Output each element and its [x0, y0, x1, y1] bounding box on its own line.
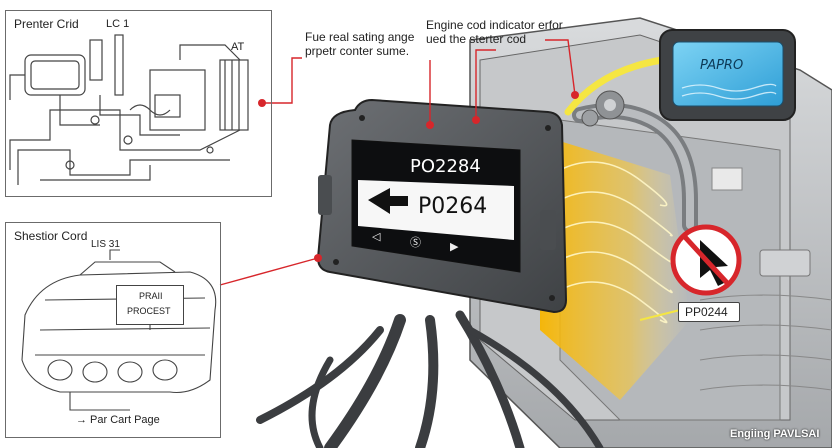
- scanner-code-top: PO2284: [410, 156, 481, 177]
- signal-glow: [540, 135, 690, 400]
- engine-label-ls: LIS 31: [91, 239, 120, 250]
- obd-scanner: [316, 98, 568, 314]
- callout-center-line1: Fue real sating ange: [305, 30, 415, 44]
- wiring-schematic: [9, 34, 249, 185]
- yellow-arrow: [564, 56, 666, 116]
- engine-panel-footer: → Par Cart Page: [76, 414, 160, 426]
- scanner-forward-button[interactable]: ▶: [450, 240, 459, 253]
- small-screen-device: [659, 29, 796, 121]
- engine-box-line1: PRAII: [139, 291, 163, 301]
- code-tag-leader: [639, 309, 681, 321]
- scanner-code-main: P0264: [418, 194, 488, 219]
- callout-center-line2: prpetr conter sume.: [305, 44, 410, 58]
- engine-box-line2: PROCEST: [127, 306, 171, 316]
- engine-panel-title: Shestior Cord: [14, 229, 88, 243]
- engine-panel: Shestior Cord LIS 31 PRAII PROCEST → Par…: [5, 222, 221, 438]
- hose-pipe: [572, 90, 698, 233]
- wiring-label-at: AT: [231, 41, 245, 53]
- wiring-label-lc: LC 1: [106, 18, 130, 30]
- wiring-panel: Prenter Crid LC 1 AT: [5, 10, 272, 197]
- scanner-home-button[interactable]: Ⓢ: [410, 236, 421, 249]
- code-tag-text: PP0244: [685, 305, 728, 319]
- code-tag: PP0244: [678, 302, 740, 322]
- red-callout-leaders: [219, 39, 576, 286]
- small-screen-text: PAPRO: [700, 58, 744, 73]
- watermark: Engiing PAVLSAI: [730, 428, 820, 440]
- callout-dots: [258, 91, 579, 262]
- scanner-cables: [256, 310, 604, 448]
- engine-label-box: PRAII PROCEST: [116, 285, 184, 325]
- callout-right-line1: Engine cod indicator erfor: [426, 18, 563, 32]
- callout-right-line2: ued the sterter cod: [426, 32, 527, 46]
- wiring-panel-title: Prenter Crid: [14, 17, 79, 31]
- scanner-back-button[interactable]: ◁: [372, 230, 381, 243]
- no-cursor-sign-icon: [670, 224, 742, 296]
